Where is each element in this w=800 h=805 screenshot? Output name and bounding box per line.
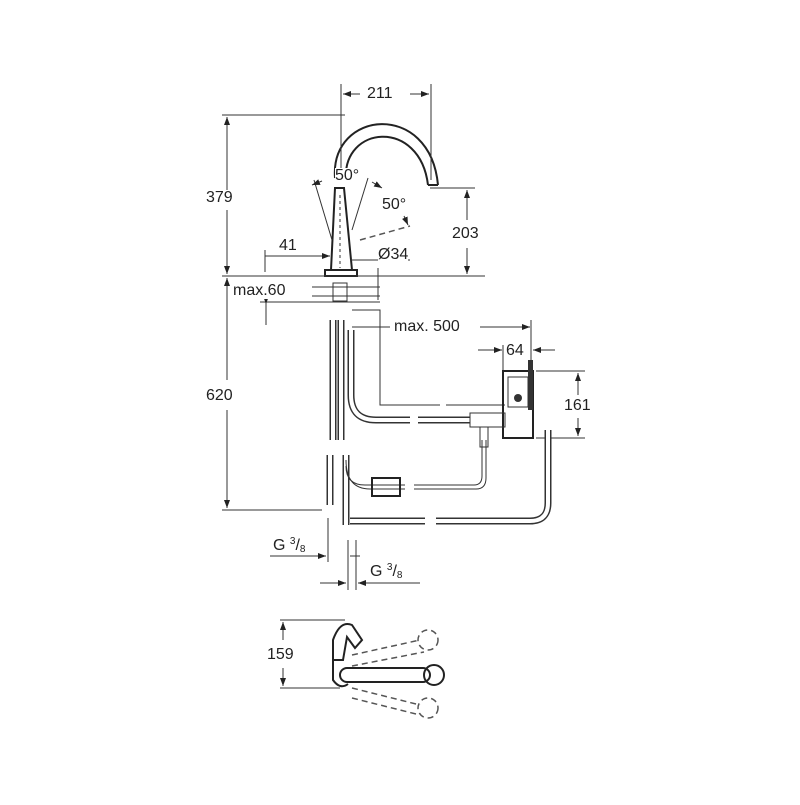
dim-top-view-depth: 159	[267, 646, 294, 663]
dim-spout-angle: 50°	[382, 196, 407, 213]
faucet-body	[312, 123, 439, 302]
top-view	[280, 619, 445, 719]
control-box	[469, 360, 534, 448]
dim-box-height: 161	[564, 397, 591, 414]
dim-lever-angle: 50°	[335, 167, 360, 184]
dim-connection-left: G 3/8	[273, 536, 306, 555]
dim-max-box-distance: max. 500	[394, 318, 460, 335]
dim-box-width: 64	[506, 342, 524, 359]
dim-outlet-height: 203	[452, 225, 479, 242]
dim-base-diameter: Ø34	[378, 246, 409, 263]
dim-max-deck-thickness: max.60	[233, 282, 286, 299]
dim-spout-reach: 211	[367, 85, 393, 102]
hoses	[326, 309, 552, 525]
dim-connection-right: G 3/8	[370, 562, 403, 581]
dim-total-height: 379	[206, 189, 233, 206]
dim-hose-length: 620	[206, 387, 233, 404]
dim-lever-offset: 41	[279, 237, 297, 254]
dimension-lines	[222, 84, 585, 590]
